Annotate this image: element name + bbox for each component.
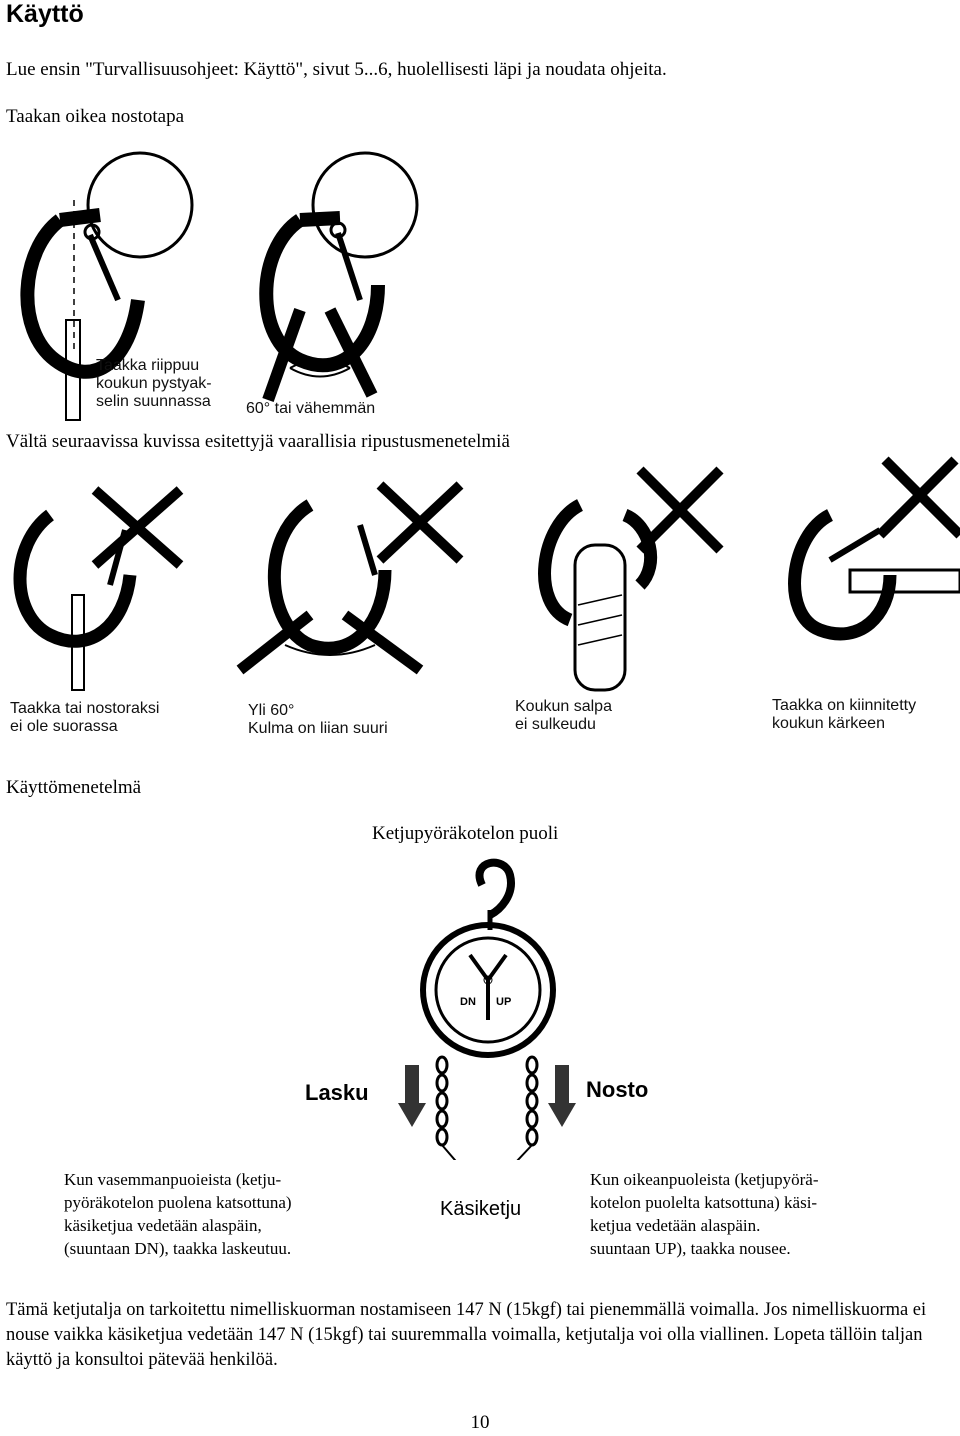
down-arrow-left-icon: [398, 1065, 426, 1127]
right-instruction: Kun oikeanpuoleista (ketjupyörä- kotelon…: [590, 1170, 819, 1258]
footer-paragraph: Tämä ketjutalja on tarkoitettu nimellisk…: [6, 1300, 927, 1370]
left-instruction: Kun vasemmanpuoieista (ketju- pyöräkotel…: [64, 1170, 292, 1258]
wrong-label-2: Yli 60° Kulma on liian suuri: [248, 702, 388, 737]
chain-hoist-illustration: DN UP: [420, 858, 556, 1160]
down-label: Lasku: [305, 1080, 369, 1105]
side-title: Ketjupyöräkotelon puoli: [372, 823, 559, 844]
correct-hooks-illustration: [20, 151, 419, 421]
avoid-methods-title: Vältä seuraavissa kuvissa esitettyjä vaa…: [6, 431, 510, 452]
dn-mark: DN: [460, 996, 476, 1008]
up-label: Nosto: [586, 1077, 649, 1102]
page-number: 10: [470, 1412, 490, 1433]
method-title: Käyttömenetelmä: [6, 777, 142, 798]
page-heading: Käyttö: [6, 0, 84, 28]
angle-label: 60° tai vähemmän: [246, 400, 376, 417]
hand-chain-label: Käsiketju: [440, 1198, 522, 1220]
intro-text: Lue ensin "Turvallisuusohjeet: Käyttö", …: [6, 59, 667, 80]
wrong-hooks-illustration: [13, 456, 960, 692]
correct-method-title: Taakan oikea nostotapa: [6, 106, 185, 127]
vertical-load-label: Taakka riippuu koukun pystyak- selin suu…: [96, 357, 212, 410]
up-mark: UP: [496, 996, 511, 1008]
wrong-label-3: Koukun salpa ei sulkeudu: [515, 698, 612, 733]
wrong-label-4: Taakka on kiinnitetty koukun kärkeen: [772, 697, 917, 732]
down-arrow-right-icon: [548, 1065, 576, 1127]
wrong-label-1: Taakka tai nostoraksi ei ole suorassa: [10, 700, 160, 735]
